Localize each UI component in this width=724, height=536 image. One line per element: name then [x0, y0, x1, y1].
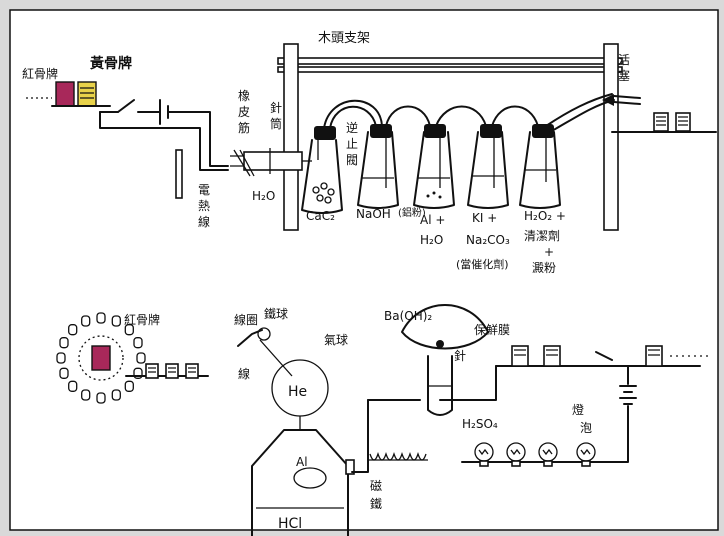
- bulbs-label-2: 泡: [580, 421, 592, 435]
- switch-icon: [117, 99, 135, 113]
- aluminium-piece: [293, 467, 327, 489]
- wood-stand-label: 木頭支架: [318, 31, 370, 46]
- rubber-band-label-3: 筋: [238, 120, 250, 135]
- rubber-band-label-2: 皮: [238, 105, 250, 119]
- domino-icon: [133, 367, 143, 379]
- bulb-row: [474, 442, 596, 467]
- switch-icon-bottom: [595, 351, 613, 361]
- al-h2o-label: H₂O: [420, 233, 443, 247]
- ring-dominoes: [56, 312, 146, 404]
- needle-label: 針: [454, 348, 466, 363]
- domino-icon: [81, 389, 91, 401]
- check-valve-label-2: 止: [346, 137, 358, 151]
- domino-icon: [59, 337, 69, 349]
- heating-wire-label-1: 電: [198, 183, 210, 197]
- red-domino: [55, 81, 75, 107]
- domino-ring: [78, 335, 124, 381]
- domino-icon: [96, 392, 106, 404]
- needle-tube-label-2: 筒: [270, 116, 282, 131]
- domino-icon: [124, 380, 134, 392]
- detergent-label: 清潔劑: [524, 228, 560, 243]
- baoh2-label: Ba(OH)₂: [384, 309, 432, 323]
- right-dominoes: [611, 112, 717, 133]
- check-valve-label-3: 閥: [346, 153, 358, 167]
- ki-label: KI +: [472, 211, 497, 225]
- na2co3-label: Na₂CO₃: [466, 233, 510, 247]
- stoppers: [314, 124, 554, 140]
- domino-icon: [68, 380, 78, 392]
- plus-sign-label: +: [544, 245, 554, 259]
- yellow-card-top-label: 黃骨牌: [89, 55, 132, 72]
- magnet: [345, 459, 355, 475]
- domino-icon: [136, 352, 146, 364]
- plug-label-2: 塞: [618, 68, 630, 83]
- rubber-band-label-1: 橡: [238, 89, 250, 103]
- paper-sheet: [9, 9, 719, 531]
- heating-wire-label-3: 線: [198, 214, 210, 229]
- battery-icon-bottom: [619, 385, 637, 405]
- hcl-jar: [251, 429, 355, 536]
- water-label: H₂O: [252, 189, 275, 203]
- hcl-label: HCl: [278, 516, 302, 532]
- domino-icon: [111, 389, 121, 401]
- heating-wire-label-2: 熱: [198, 199, 210, 213]
- al-powder-label: (鋁粉): [398, 206, 426, 219]
- catalyst-label: (當催化劑): [456, 257, 509, 271]
- aluminium-label: Al: [296, 455, 308, 469]
- syringe: [230, 148, 312, 177]
- magnet-label-2: 鐵: [370, 496, 382, 511]
- h2o2-label: H₂O₂ +: [524, 209, 566, 223]
- domino-icon: [56, 352, 66, 364]
- plug: [602, 94, 614, 106]
- red-domino-bottom: [91, 345, 111, 371]
- domino-icon: [111, 315, 121, 327]
- wire-label: 線: [238, 366, 250, 381]
- bottom-domino-line: [125, 363, 209, 379]
- domino-icon: [124, 324, 134, 336]
- iron-ball: [257, 327, 271, 341]
- domino-icon: [96, 312, 106, 324]
- al-plus-label: Al +: [420, 213, 445, 227]
- coil-label: 線圈: [234, 312, 258, 327]
- light-bulb-icon: [474, 442, 494, 467]
- domino-icon: [81, 315, 91, 327]
- cling-film-label: 保鮮膜: [474, 323, 510, 337]
- starch-label: 澱粉: [532, 261, 556, 275]
- h2so4-label: H₂SO₄: [462, 417, 498, 431]
- plug-label-1: 活: [618, 53, 630, 67]
- magnet-label-1: 磁: [370, 478, 382, 493]
- bulbs-label-1: 燈: [572, 402, 584, 417]
- light-bulb-icon: [538, 442, 558, 467]
- light-bulb-icon: [576, 442, 596, 467]
- needle-tube-label-1: 針: [270, 100, 282, 115]
- domino-icon: [59, 367, 69, 379]
- red-card-bottom-label: 紅骨牌: [124, 313, 160, 327]
- helium-label: He: [288, 384, 307, 400]
- naoh-label: NaOH: [356, 207, 391, 221]
- wooden-stand: [277, 43, 623, 231]
- domino-icon: [133, 337, 143, 349]
- domino-icon: [68, 324, 78, 336]
- balloon-label: 氣球: [324, 333, 348, 347]
- domino-stand: [175, 149, 183, 199]
- iron-ball-label: 鐵球: [264, 306, 288, 321]
- cac2-label: CaC₂: [306, 209, 335, 223]
- baoh2-dish: [401, 304, 489, 416]
- red-card-top-label: 紅骨牌: [22, 67, 58, 81]
- light-bulb-icon: [506, 442, 526, 467]
- yellow-domino: [77, 81, 97, 107]
- top-domino-circuit: [26, 81, 229, 199]
- flask-row: [301, 131, 561, 214]
- check-valve-label-1: 逆: [346, 120, 358, 135]
